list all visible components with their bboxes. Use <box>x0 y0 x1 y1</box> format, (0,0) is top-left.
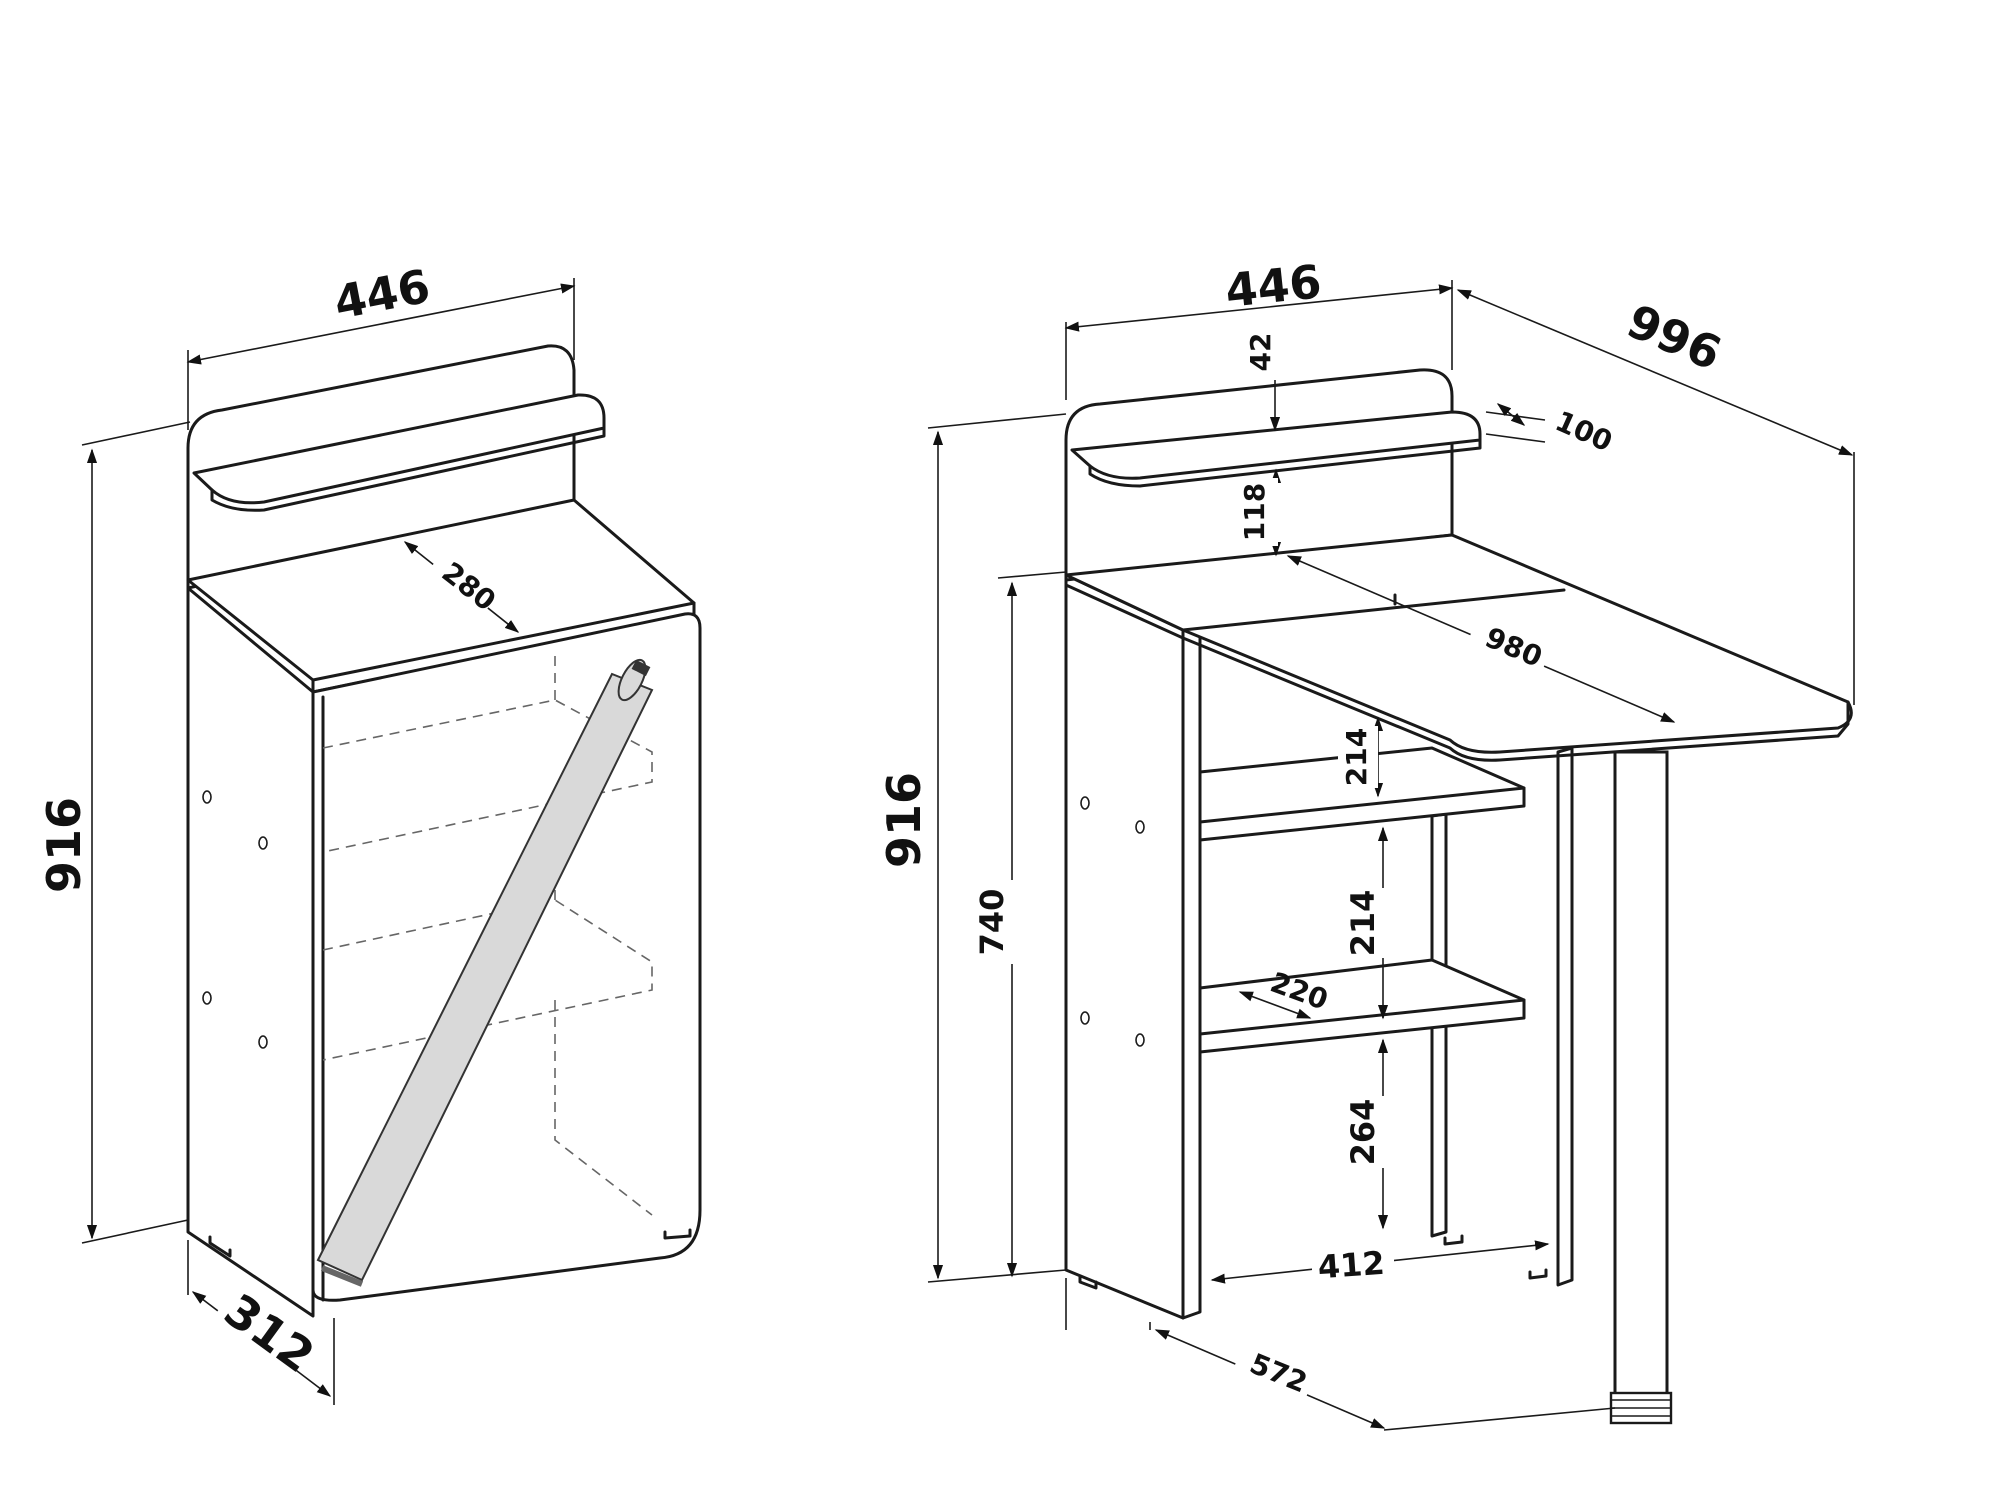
table-front-panel <box>1181 622 1202 1320</box>
label-right-upper-gap: 118 <box>1238 483 1271 541</box>
label-right-shelf-depth: 100 <box>1550 404 1617 458</box>
table-dowel-holes <box>1080 796 1145 1047</box>
upper-storage-shelf <box>1198 746 1526 842</box>
label-left-height: 916 <box>37 797 91 893</box>
folded-leg-tube <box>316 658 654 1287</box>
hidden-shelf-2 <box>322 899 653 1061</box>
label-right-depth: 996 <box>1620 294 1729 381</box>
table-shelf-support <box>1556 746 1574 1287</box>
dim-right-shelf-depth: 100 <box>1485 403 1617 458</box>
label-right-shelf-thickness: 42 <box>1244 333 1277 372</box>
open-table-view: 446 996 916 740 42 <box>877 254 1855 1431</box>
dim-right-inner-width: 412 <box>1210 1240 1550 1287</box>
label-right-width: 446 <box>1223 254 1324 318</box>
dim-right-shelf-gap-2: 214 <box>1344 826 1389 1020</box>
label-right-inner-width: 412 <box>1317 1244 1386 1287</box>
cabinet-dowel-holes <box>202 790 268 1049</box>
dim-right-height: 916 <box>877 413 1067 1283</box>
hidden-shelf-1 <box>322 699 653 853</box>
label-right-shelf-gap-2: 214 <box>1344 890 1382 957</box>
dim-right-bottom-gap: 264 <box>1344 1038 1389 1230</box>
closed-cabinet-view: 446 916 280 312 <box>37 259 702 1405</box>
dim-right-upper-gap: 118 <box>1238 468 1282 557</box>
label-right-height: 916 <box>877 772 931 868</box>
cabinet-side-panel <box>186 586 315 1318</box>
label-left-width: 446 <box>330 259 435 330</box>
label-right-table-height: 740 <box>973 889 1011 956</box>
table-leg <box>1609 750 1673 1425</box>
dim-left-depth: 312 <box>187 1240 335 1405</box>
dim-right-width: 446 <box>1064 254 1454 400</box>
dim-left-height: 916 <box>37 421 191 1244</box>
dim-right-shelf-gap-1: 214 <box>1338 716 1384 798</box>
label-right-shelf-gap-1: 214 <box>1340 728 1373 786</box>
dim-right-shelf-thickness: 42 <box>1244 333 1281 432</box>
dim-right-table-height: 740 <box>973 571 1067 1278</box>
lower-storage-shelf <box>1198 958 1526 1054</box>
label-right-bottom-gap: 264 <box>1344 1099 1382 1166</box>
table-side-panel <box>1064 573 1185 1320</box>
